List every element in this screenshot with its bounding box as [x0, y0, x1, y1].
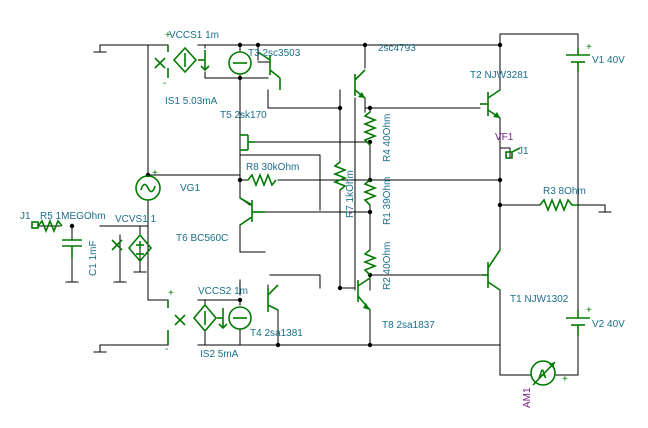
- label-r4: R4 40Ohm: [382, 114, 393, 162]
- label-v1: V1 40V: [592, 55, 625, 66]
- wires: [37, 33, 606, 376]
- resistor-r8: [247, 172, 277, 188]
- svg-text:+: +: [586, 305, 592, 316]
- svg-text:-: -: [163, 78, 166, 89]
- transistor-t3: [257, 51, 281, 90]
- label-is2: IS2 5mA: [200, 349, 239, 360]
- label-t3: T3 2sc3503: [248, 48, 301, 59]
- diamond-source-icon: [154, 45, 210, 78]
- label-v2: V2 40V: [592, 319, 625, 330]
- transistor-t5: [240, 134, 255, 151]
- ground-icon: [113, 274, 127, 283]
- transistor-t8: [357, 277, 371, 311]
- svg-text:+: +: [152, 168, 158, 179]
- label-t8: T8 2sa1837: [382, 320, 435, 331]
- svg-text:+: +: [165, 30, 171, 41]
- ammeter-symbol: A: [538, 367, 547, 381]
- ground-icon: [133, 264, 147, 273]
- battery-icon: [566, 48, 590, 72]
- label-t5: T5 2sk170: [220, 110, 267, 121]
- resistor-r2: [362, 249, 378, 276]
- resistor-r5: [37, 218, 63, 234]
- ground-icon: [93, 44, 107, 53]
- label-t1: T1 NJW1302: [510, 294, 569, 305]
- label-c1: C1 1mF: [88, 240, 99, 276]
- label-r3: R3 8Ohm: [543, 186, 586, 197]
- label-t2: T2 NJW3281: [470, 70, 529, 81]
- resistor-r1: [362, 179, 378, 206]
- label-r2: R2 40Ohm: [382, 242, 393, 290]
- label-is1: IS1 5.03mA: [165, 96, 218, 107]
- transistor-t1: [482, 249, 501, 291]
- ground-icon: [65, 274, 79, 283]
- probe-j1-input: [31, 221, 39, 229]
- current-source-icon: [228, 306, 252, 330]
- label-r5: R5 1MEGOhm: [40, 211, 106, 222]
- label-vccs1: VCCS1 1m: [169, 30, 219, 41]
- label-am1: AM1: [522, 387, 533, 408]
- label-r1: R1 39Ohm: [382, 177, 393, 225]
- resistor-r7: [332, 161, 348, 191]
- ground-icon: [598, 204, 612, 213]
- label-t6: T6 BC560C: [176, 233, 228, 244]
- transistor-t4: [267, 284, 279, 312]
- resistor-r3: [539, 197, 578, 213]
- svg-text:+: +: [562, 374, 568, 385]
- resistor-r4: [362, 111, 378, 146]
- diamond-source-icon: [111, 233, 153, 263]
- label-j1-input: J1: [20, 211, 31, 222]
- svg-text:+: +: [168, 288, 174, 299]
- label-r7: R7 1kOhm: [345, 170, 356, 218]
- svg-text:+: +: [586, 42, 592, 53]
- label-vcvs1: VCVS1 1: [115, 214, 157, 225]
- transistor-t6: [239, 197, 265, 226]
- label-vg1: VG1: [180, 183, 200, 194]
- svg-text:-: -: [165, 344, 168, 355]
- label-t4: T4 2sa1381: [250, 328, 303, 339]
- transistor-t2: [480, 89, 501, 119]
- label-vccs2: VCCS2 1m: [198, 286, 248, 297]
- battery-icon: [566, 310, 590, 336]
- label-j1-output: J1: [518, 146, 529, 157]
- transistor-t7: [354, 69, 366, 99]
- ammeter-icon: [530, 360, 556, 386]
- current-source-icon: [228, 51, 252, 75]
- capacitor-c1: [62, 239, 82, 258]
- label-t7: 2sc4793: [378, 43, 416, 54]
- label-vf1: VF1: [495, 132, 514, 143]
- ground-icon: [93, 344, 107, 353]
- probe-j1: [505, 147, 521, 159]
- diamond-source-icon: [167, 300, 228, 345]
- junction-dots: [69, 42, 503, 348]
- label-r8: R8 30kOhm: [246, 162, 299, 173]
- sine-source-icon: [135, 175, 161, 201]
